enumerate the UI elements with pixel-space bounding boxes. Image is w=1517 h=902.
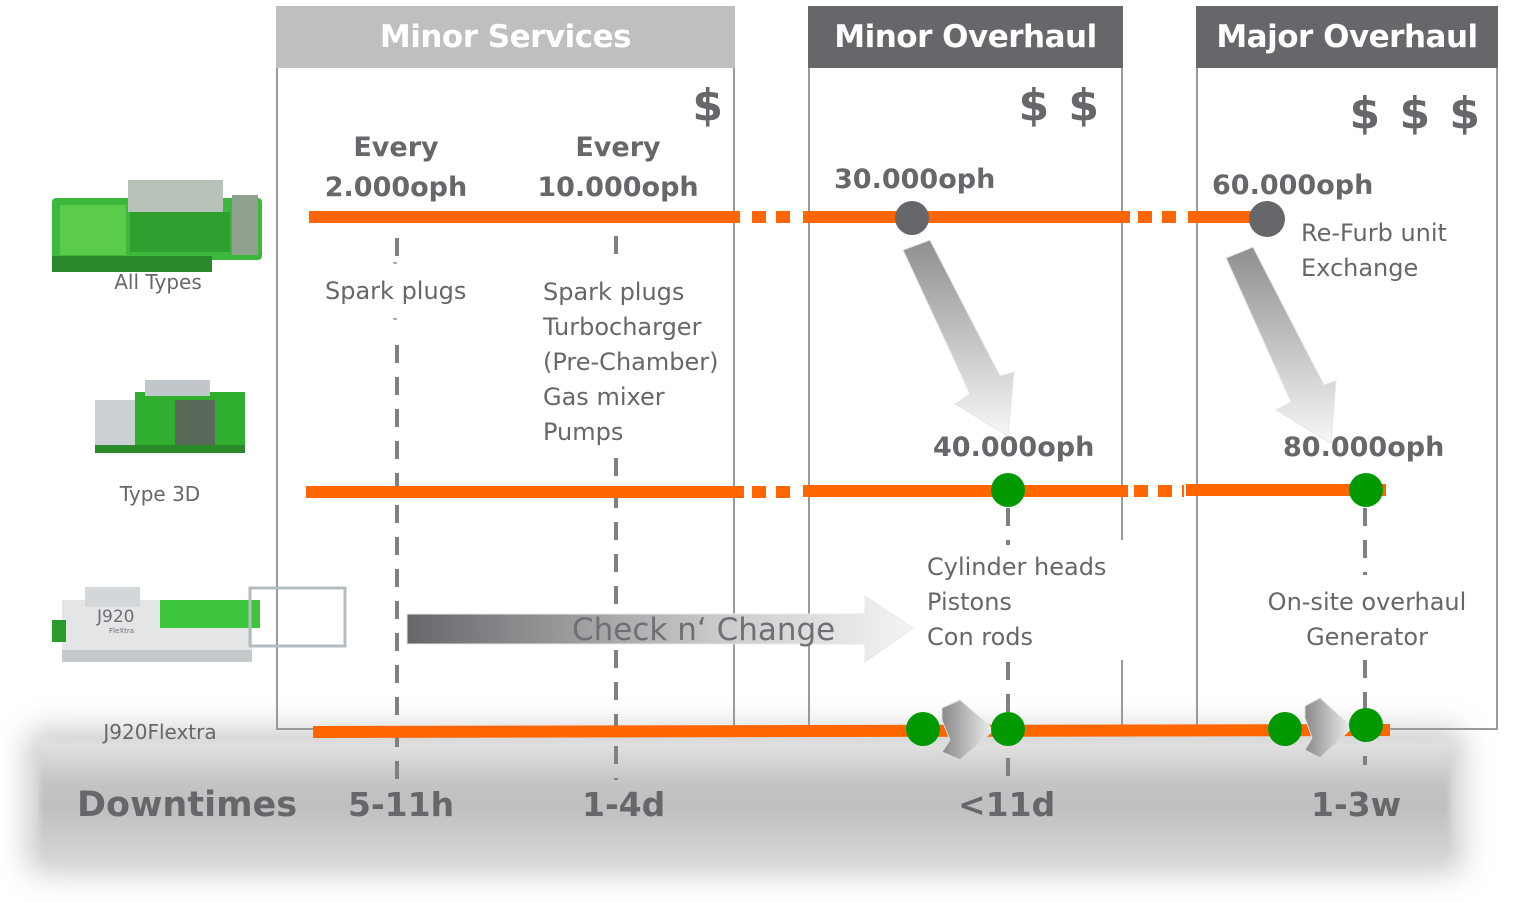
task-item: (Pre-Chamber) bbox=[543, 348, 719, 376]
engine-image-type-3d bbox=[95, 380, 245, 453]
arrow-60000-to-80000 bbox=[1225, 246, 1337, 444]
panel-minor-overhaul: Minor Overhaul $ $ bbox=[808, 6, 1123, 730]
interval-30000: 30.000oph bbox=[834, 164, 996, 195]
task-item: Cylinder heads bbox=[927, 553, 1107, 581]
task-item: Turbocharger bbox=[543, 313, 702, 341]
engine-image-all-types bbox=[52, 180, 262, 272]
row-label-j920: J920Flextra bbox=[103, 720, 217, 744]
task-item: Con rods bbox=[927, 623, 1034, 651]
task-item: Pumps bbox=[543, 418, 624, 446]
downtime-minor-overhaul: <11d bbox=[958, 785, 1056, 824]
marker-j920-minor-start bbox=[906, 712, 940, 746]
panel-title: Major Overhaul bbox=[1216, 19, 1478, 55]
interval-label: Every bbox=[353, 132, 439, 163]
interval-label: Every bbox=[575, 132, 661, 163]
interval-80000: 80.000oph bbox=[1283, 432, 1445, 463]
interval-value: 10.000oph bbox=[537, 172, 699, 203]
panel-title: Minor Overhaul bbox=[834, 19, 1097, 55]
task-item: - bbox=[392, 255, 398, 271]
marker-80000 bbox=[1349, 473, 1383, 507]
check-n-change-label: Check n‘ Change bbox=[572, 612, 836, 648]
downtime-10000: 1-4d bbox=[582, 785, 666, 824]
interval-2000: Every 2.000oph bbox=[316, 128, 476, 208]
j920-badge-text: J920 bbox=[96, 607, 134, 627]
cost-indicator: $ $ $ bbox=[1349, 88, 1482, 139]
border-gap bbox=[1118, 540, 1126, 660]
downtimes-band bbox=[40, 742, 1450, 860]
task-item: - bbox=[392, 311, 398, 327]
small-arrow-major bbox=[1304, 697, 1353, 759]
cost-indicator: $ bbox=[692, 80, 725, 131]
row-label-type-3d: Type 3D bbox=[119, 482, 201, 506]
interval-value: 2.000oph bbox=[324, 172, 468, 203]
panel-minor-overhaul-header: Minor Overhaul bbox=[808, 6, 1123, 68]
downtimes-label: Downtimes bbox=[77, 785, 298, 825]
downtime-major-overhaul: 1-3w bbox=[1311, 785, 1402, 824]
task-item: Gas mixer bbox=[543, 383, 665, 411]
tasks-refurb: Re-Furb unit Exchange bbox=[1301, 216, 1447, 286]
cost-indicator: $ $ bbox=[1018, 80, 1101, 131]
task-item: Re-Furb unit bbox=[1301, 219, 1447, 247]
check-n-change-arrow bbox=[406, 595, 914, 663]
small-arrow-minor bbox=[941, 699, 995, 761]
marker-j920-minor-end bbox=[991, 712, 1025, 746]
task-item: Pistons bbox=[927, 588, 1012, 616]
task-item: Spark plugs bbox=[543, 278, 685, 306]
engine-image-j920: J920 FleXtra bbox=[52, 586, 347, 662]
panel-title: Minor Services bbox=[379, 19, 632, 55]
marker-30000 bbox=[895, 201, 929, 235]
timeline-j920 bbox=[312, 724, 1391, 738]
tasks-major-overhaul: On-site overhaul Generator bbox=[1262, 585, 1472, 655]
task-item: On-site overhaul bbox=[1267, 588, 1467, 616]
task-item: Exchange bbox=[1301, 254, 1419, 282]
arrow-30000-to-40000 bbox=[902, 239, 1015, 437]
timelines bbox=[306, 211, 1391, 738]
tasks-2000: - Spark plugs - bbox=[325, 250, 467, 332]
interval-10000: Every 10.000oph bbox=[530, 128, 706, 208]
tasks-10000: Spark plugs Turbocharger (Pre-Chamber) G… bbox=[543, 275, 718, 450]
marker-j920-major-start bbox=[1268, 712, 1302, 746]
panel-minor-services-header: Minor Services bbox=[276, 6, 735, 68]
panel-minor-services: Minor Services $ bbox=[276, 6, 735, 730]
tasks-minor-overhaul: Cylinder heads Pistons Con rods bbox=[927, 550, 1107, 655]
marker-j920-major-end bbox=[1349, 708, 1383, 742]
downtime-2000: 5-11h bbox=[348, 785, 455, 824]
marker-40000 bbox=[991, 473, 1025, 507]
row-label-all-types: All Types bbox=[114, 270, 202, 294]
interval-60000: 60.000oph bbox=[1212, 170, 1374, 201]
task-item: Spark plugs bbox=[325, 277, 467, 305]
j920-badge-sub: FleXtra bbox=[109, 627, 134, 635]
marker-60000 bbox=[1249, 201, 1285, 237]
panel-major-overhaul-header: Major Overhaul bbox=[1196, 6, 1498, 68]
task-item: Generator bbox=[1306, 623, 1428, 651]
interval-40000: 40.000oph bbox=[933, 432, 1095, 463]
